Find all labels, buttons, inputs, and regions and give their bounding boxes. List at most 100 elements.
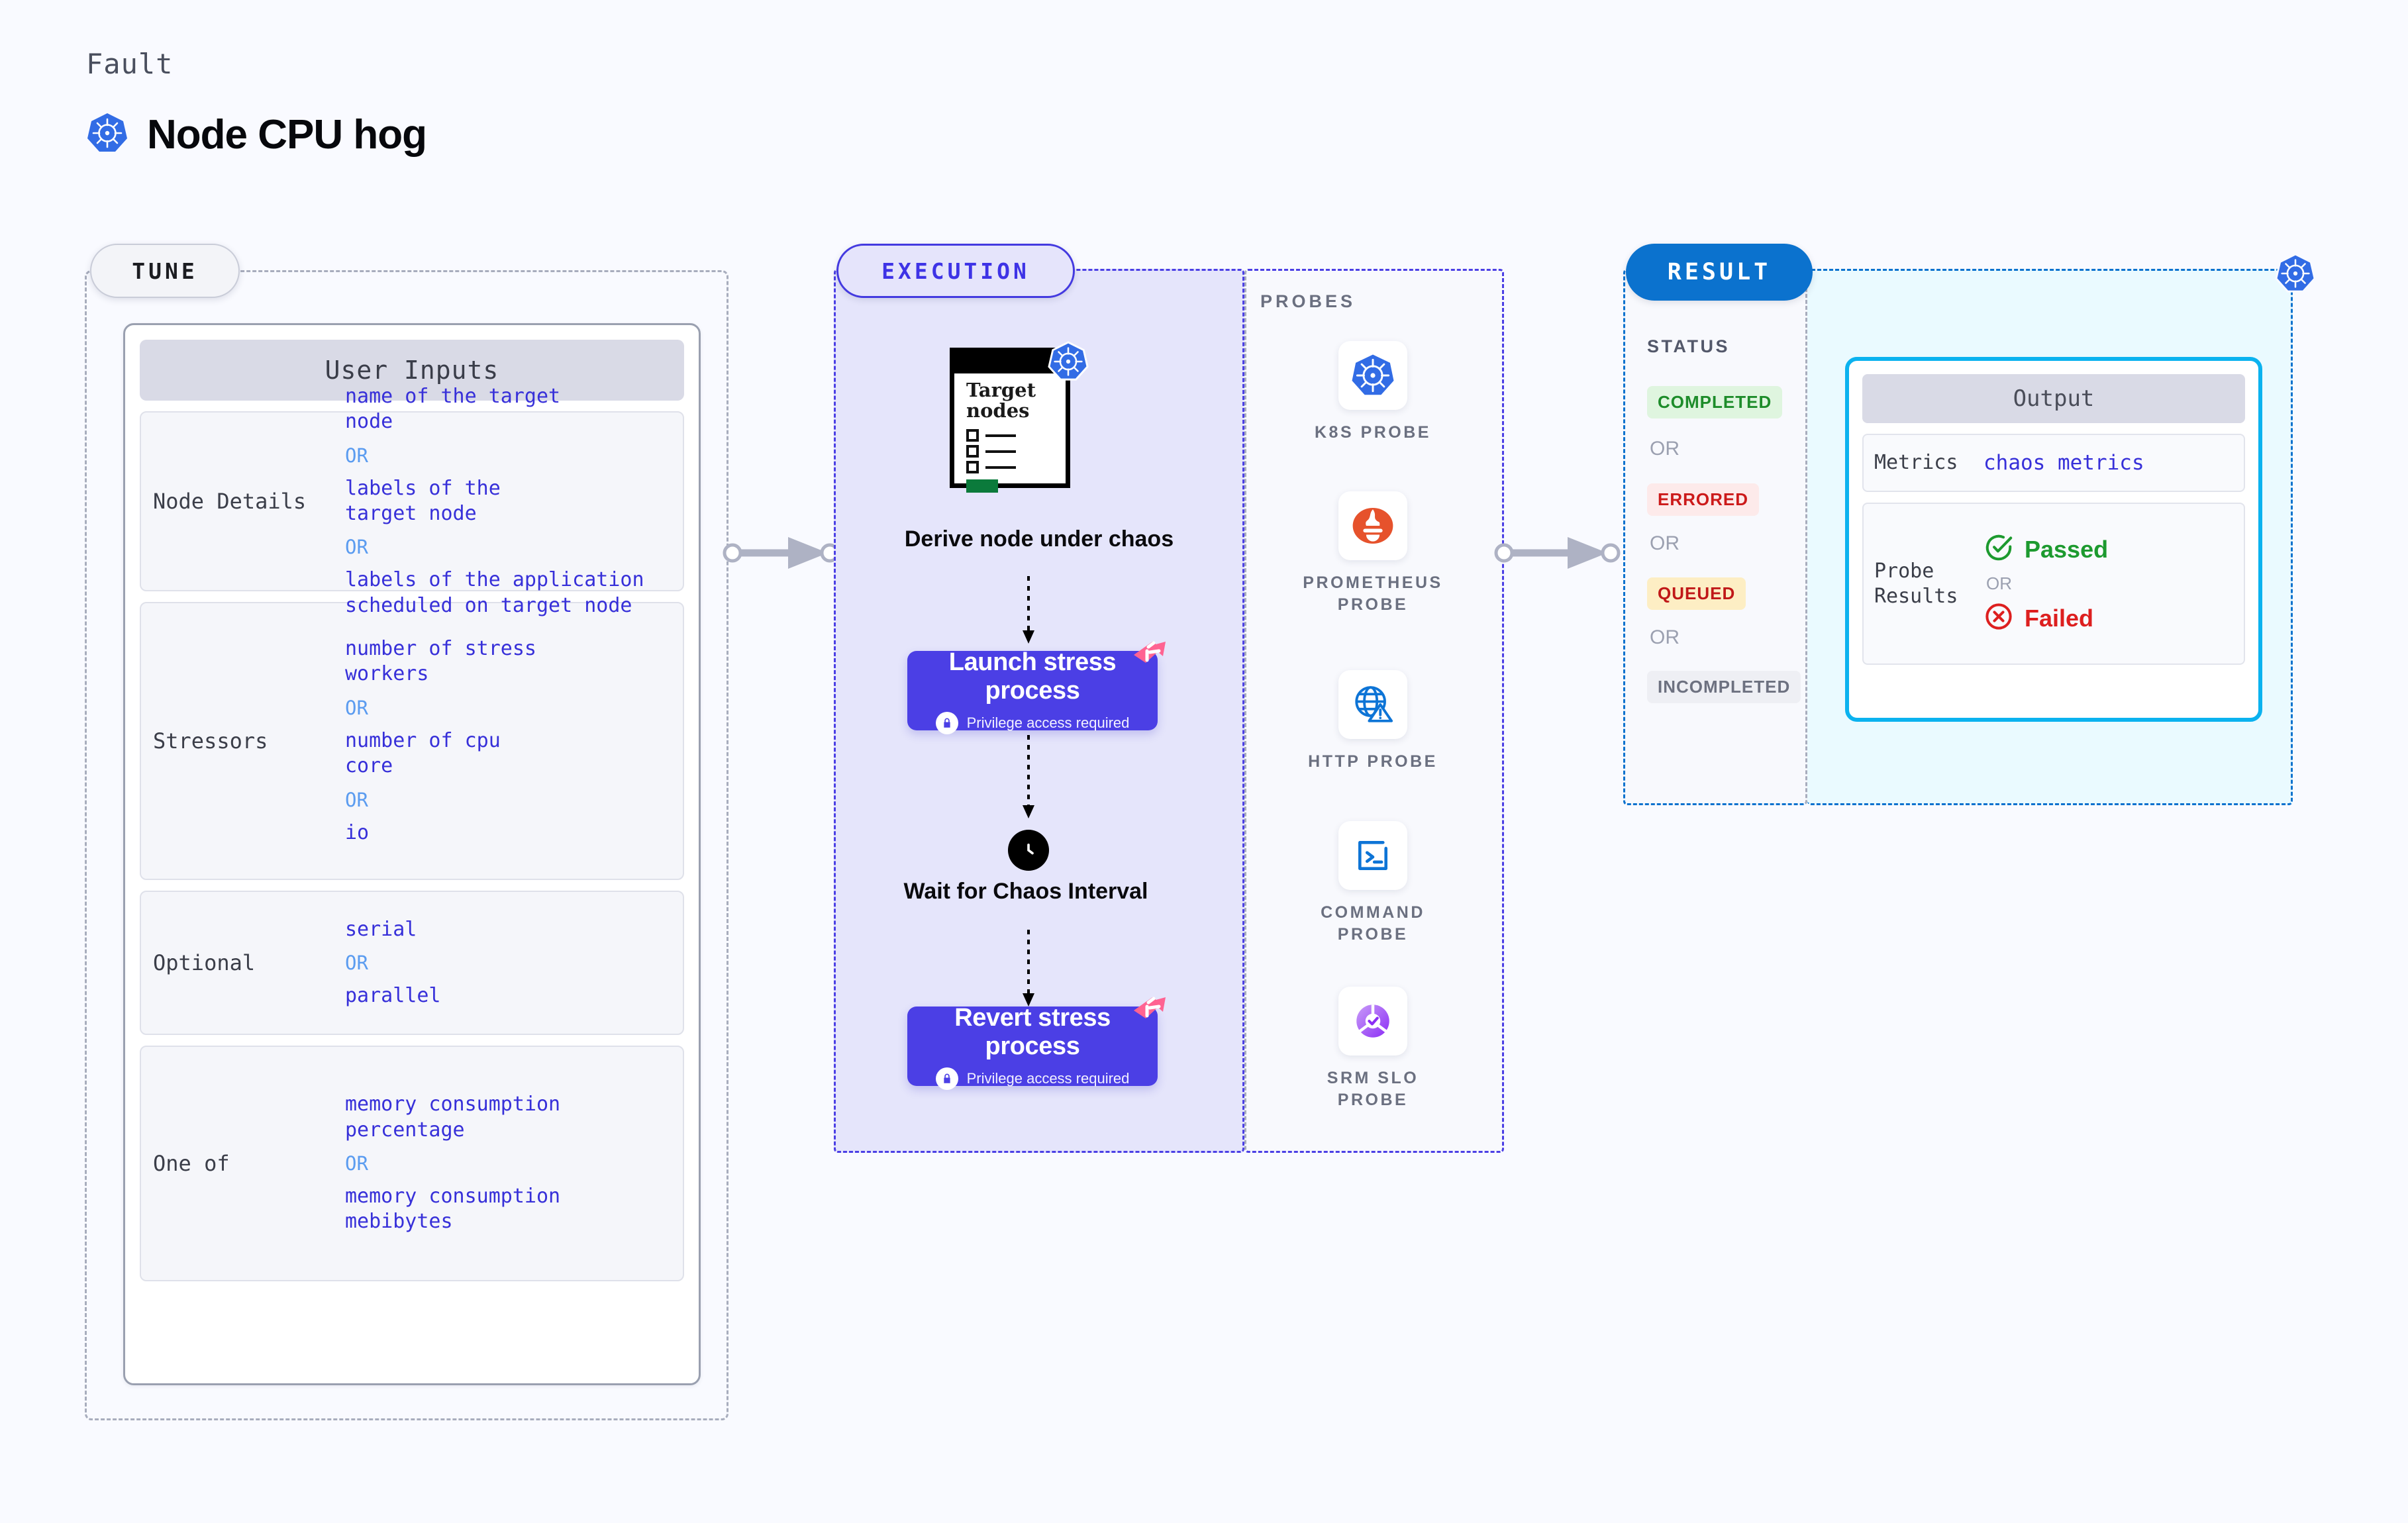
- user-inputs-title: User Inputs: [140, 340, 684, 401]
- connector-execution-to-result: [1494, 537, 1621, 569]
- x-circle-icon: [1983, 601, 2014, 635]
- or-separator: OR: [345, 1152, 368, 1175]
- probe-passed-label: Passed: [2025, 535, 2109, 563]
- privilege-text: Privilege access required: [966, 1069, 1130, 1087]
- or-separator: OR: [345, 444, 368, 467]
- tune-value: labels of the target node: [345, 476, 501, 525]
- probe-result-values: Passed OR Failed: [1983, 532, 2108, 635]
- terminal-icon: [1338, 821, 1407, 890]
- flow-arrow: [1023, 576, 1034, 644]
- flow-arrow: [1023, 735, 1034, 818]
- execution-section-pill[interactable]: EXECUTION: [836, 244, 1075, 298]
- kubernetes-icon: [1338, 341, 1407, 410]
- probe-caption: COMMAND PROBE: [1321, 903, 1425, 944]
- output-metrics-value: chaos metrics: [1983, 451, 2144, 475]
- kubernetes-icon: [86, 112, 128, 158]
- tune-row-label: Node Details: [153, 489, 307, 514]
- tune-value: number of stress workers: [345, 637, 536, 686]
- probe-prometheus[interactable]: PROMETHEUS PROBE: [1290, 491, 1456, 615]
- tune-row-label: Optional: [153, 950, 256, 975]
- page-title-row: Node CPU hog: [86, 111, 427, 158]
- tune-row-optional: Optional serial OR parallel: [140, 891, 684, 1035]
- status-badge-incompleted: INCOMPLETED: [1647, 671, 1801, 703]
- step-revert-stress-process[interactable]: Revert stress process Privilege access r…: [907, 997, 1166, 1090]
- or-separator: OR: [345, 788, 368, 811]
- tune-section-boundary: [85, 270, 728, 1420]
- status-badge-completed: COMPLETED: [1647, 386, 1783, 418]
- user-inputs-card: User Inputs Node Details name of the tar…: [123, 323, 701, 1385]
- check-circle-icon: [1983, 532, 2014, 566]
- step-launch-stress-process[interactable]: Launch stress process Privilege access r…: [907, 641, 1166, 734]
- status-badge-queued: QUEUED: [1647, 577, 1746, 610]
- probe-caption: PROMETHEUS PROBE: [1303, 573, 1443, 614]
- output-title: Output: [1862, 374, 2245, 423]
- tune-row-label: Stressors: [153, 728, 268, 754]
- tune-value: parallel: [345, 984, 441, 1007]
- or-separator: OR: [1650, 532, 1680, 554]
- or-separator: OR: [1650, 438, 1680, 460]
- tune-value: number of cpu core: [345, 728, 501, 778]
- probe-caption: HTTP PROBE: [1308, 752, 1438, 771]
- probe-caption: SRM SLO PROBE: [1327, 1069, 1419, 1109]
- tune-row-one-of: One of memory consumption percentage OR …: [140, 1046, 684, 1281]
- connector-tune-to-execution: [723, 537, 840, 569]
- output-row-metrics: Metrics chaos metrics: [1862, 434, 2245, 492]
- step-title: Revert stress process: [954, 1004, 1111, 1060]
- probe-k8s[interactable]: K8S PROBE: [1290, 341, 1456, 444]
- lock-icon: [935, 711, 958, 734]
- flow-arrow: [1023, 930, 1034, 1007]
- tune-value: memory consumption mebibytes: [345, 1185, 561, 1234]
- output-row-probe-results: Probe Results Passed OR: [1862, 503, 2245, 665]
- probe-result-failed: Failed: [1983, 601, 2108, 635]
- output-card: Output Metrics chaos metrics Probe Resul…: [1845, 357, 2262, 722]
- or-separator: OR: [345, 696, 368, 719]
- slo-gauge-icon: [1338, 987, 1407, 1056]
- or-separator: OR: [345, 952, 368, 974]
- probes-title: PROBES: [1260, 291, 1356, 311]
- or-separator: OR: [345, 536, 368, 559]
- status-title: STATUS: [1647, 336, 1730, 356]
- probe-result-passed: Passed: [1983, 532, 2108, 566]
- tune-value: io: [345, 820, 370, 844]
- result-section-pill[interactable]: RESULT: [1626, 244, 1813, 301]
- tune-row-label: One of: [153, 1151, 230, 1176]
- chaos-icon: [1132, 640, 1167, 675]
- page-eyebrow: Fault: [86, 48, 174, 80]
- tune-row-values: serial OR parallel: [345, 917, 441, 1009]
- tune-value: name of the target node: [345, 384, 561, 434]
- tune-section-pill[interactable]: TUNE: [90, 244, 240, 298]
- clock-icon: [1008, 830, 1049, 871]
- globe-warning-icon: [1338, 670, 1407, 739]
- tune-row-node-details: Node Details name of the target node OR …: [140, 385, 684, 617]
- step-title: Launch stress process: [948, 648, 1117, 705]
- result-status-boundary: [1623, 269, 1807, 805]
- tune-row-values: number of stress workers OR number of cp…: [345, 636, 536, 846]
- probe-caption: K8S PROBE: [1315, 423, 1431, 442]
- probe-srm-slo[interactable]: SRM SLO PROBE: [1290, 987, 1456, 1110]
- privilege-note: Privilege access required: [935, 711, 1130, 734]
- tune-value: memory consumption percentage: [345, 1093, 561, 1142]
- tune-value: serial: [345, 917, 417, 941]
- or-separator: OR: [1650, 626, 1680, 648]
- step-label-derive-node: Derive node under chaos: [904, 526, 1174, 552]
- kubernetes-icon: [2275, 253, 2316, 297]
- kubernetes-icon: [1048, 341, 1089, 385]
- prometheus-icon: [1338, 491, 1407, 560]
- tune-row-stressors: Stressors number of stress workers OR nu…: [140, 602, 684, 880]
- output-row-label: Probe Results: [1874, 560, 1958, 608]
- target-nodes-document-icon: Target nodes: [950, 341, 1114, 493]
- status-badge-errored: ERRORED: [1647, 483, 1760, 516]
- output-row-label: Metrics: [1874, 451, 1958, 475]
- probe-command[interactable]: COMMAND PROBE: [1290, 821, 1456, 945]
- probe-http[interactable]: HTTP PROBE: [1290, 670, 1456, 773]
- probe-failed-label: Failed: [2025, 604, 2094, 632]
- tune-row-values: memory consumption percentage OR memory …: [345, 1092, 560, 1235]
- tune-value: labels of the application scheduled on t…: [345, 568, 644, 617]
- privilege-text: Privilege access required: [966, 714, 1130, 731]
- step-label-wait-chaos-interval: Wait for Chaos Interval: [903, 879, 1148, 904]
- chaos-icon: [1132, 996, 1167, 1031]
- lock-icon: [935, 1067, 958, 1090]
- privilege-note: Privilege access required: [935, 1067, 1130, 1090]
- page-title: Node CPU hog: [147, 112, 427, 158]
